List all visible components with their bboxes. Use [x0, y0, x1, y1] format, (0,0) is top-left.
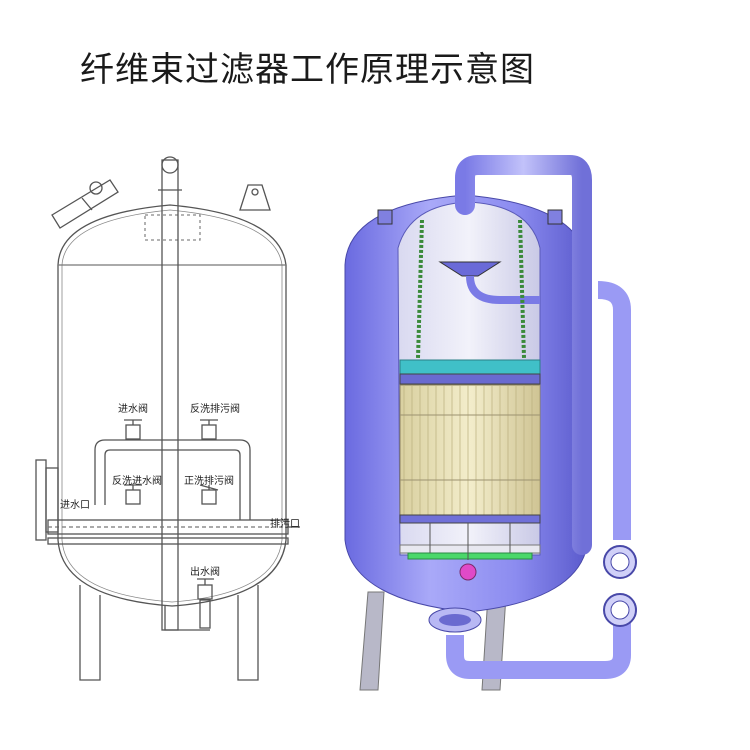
lifting-lug-3d	[377, 209, 393, 225]
forward-drain-valve-label: 正洗排污阀	[184, 474, 234, 487]
top-distributor-funnel	[438, 261, 502, 277]
bottom-ball-valve-icon	[459, 563, 477, 581]
chain-right	[518, 219, 526, 359]
manway-icon	[51, 179, 119, 229]
backwash-inlet-valve-label: 反洗进水阀	[112, 474, 162, 487]
cutaway-3d-filter	[344, 155, 637, 691]
outlet-valve-icon	[197, 578, 214, 600]
backwash-inlet-valve-icon	[124, 484, 142, 505]
lifting-lug-icon	[239, 184, 271, 211]
page-title: 纤维束过滤器工作原理示意图	[80, 50, 535, 90]
tank-leg-right	[237, 585, 259, 681]
tank-inner-outline	[61, 209, 283, 603]
upper-support-plate	[399, 359, 541, 375]
inlet-valve-icon	[124, 419, 142, 440]
side-pipe-right	[597, 281, 631, 540]
outlet-valve-label: 出水阀	[190, 565, 220, 578]
tank-leg-3d-left	[359, 591, 385, 691]
water-inlet-label: 进水口	[60, 499, 90, 511]
forward-drain-valve-icon	[199, 484, 219, 505]
tank-leg-left	[79, 585, 101, 681]
chain-left	[416, 219, 424, 359]
lower-support-plate	[399, 514, 541, 524]
top-pipe	[455, 155, 592, 555]
drain-outlet-label: 排污口	[270, 517, 300, 530]
backwash-drain-valve-label: 反洗排污阀	[190, 402, 240, 415]
central-pipe	[161, 159, 179, 631]
upper-manifold	[94, 439, 251, 520]
backwash-drain-valve-icon	[200, 419, 218, 440]
tank-shell-outline	[57, 204, 287, 607]
inlet-valve-label: 进水阀	[118, 402, 148, 415]
water-inlet-flange	[35, 459, 47, 541]
line-drawing-filter	[35, 156, 300, 681]
return-pipe	[446, 610, 631, 679]
